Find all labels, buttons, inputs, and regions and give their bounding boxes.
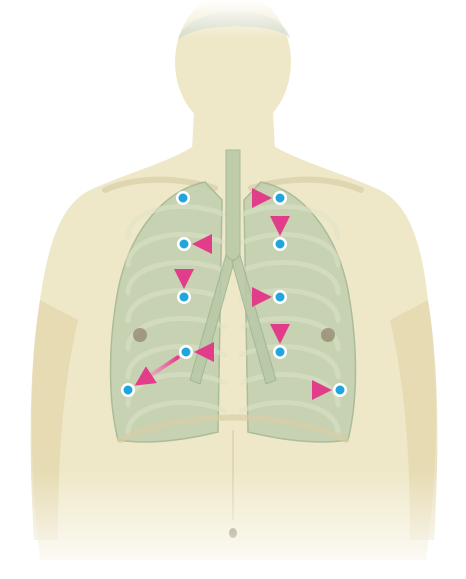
right-nipple (133, 328, 147, 342)
auscultation-point-icon (276, 348, 285, 357)
auscultation-point-icon (180, 293, 189, 302)
left-nipple (321, 328, 335, 342)
auscultation-point-icon (182, 348, 191, 357)
auscultation-point-icon (124, 386, 133, 395)
auscultation-point-icon (276, 194, 285, 203)
auscultation-point-icon (276, 240, 285, 249)
auscultation-point-icon (276, 293, 285, 302)
auscultation-point-icon (179, 194, 188, 203)
auscultation-point-icon (180, 240, 189, 249)
auscultation-point-icon (336, 386, 345, 395)
